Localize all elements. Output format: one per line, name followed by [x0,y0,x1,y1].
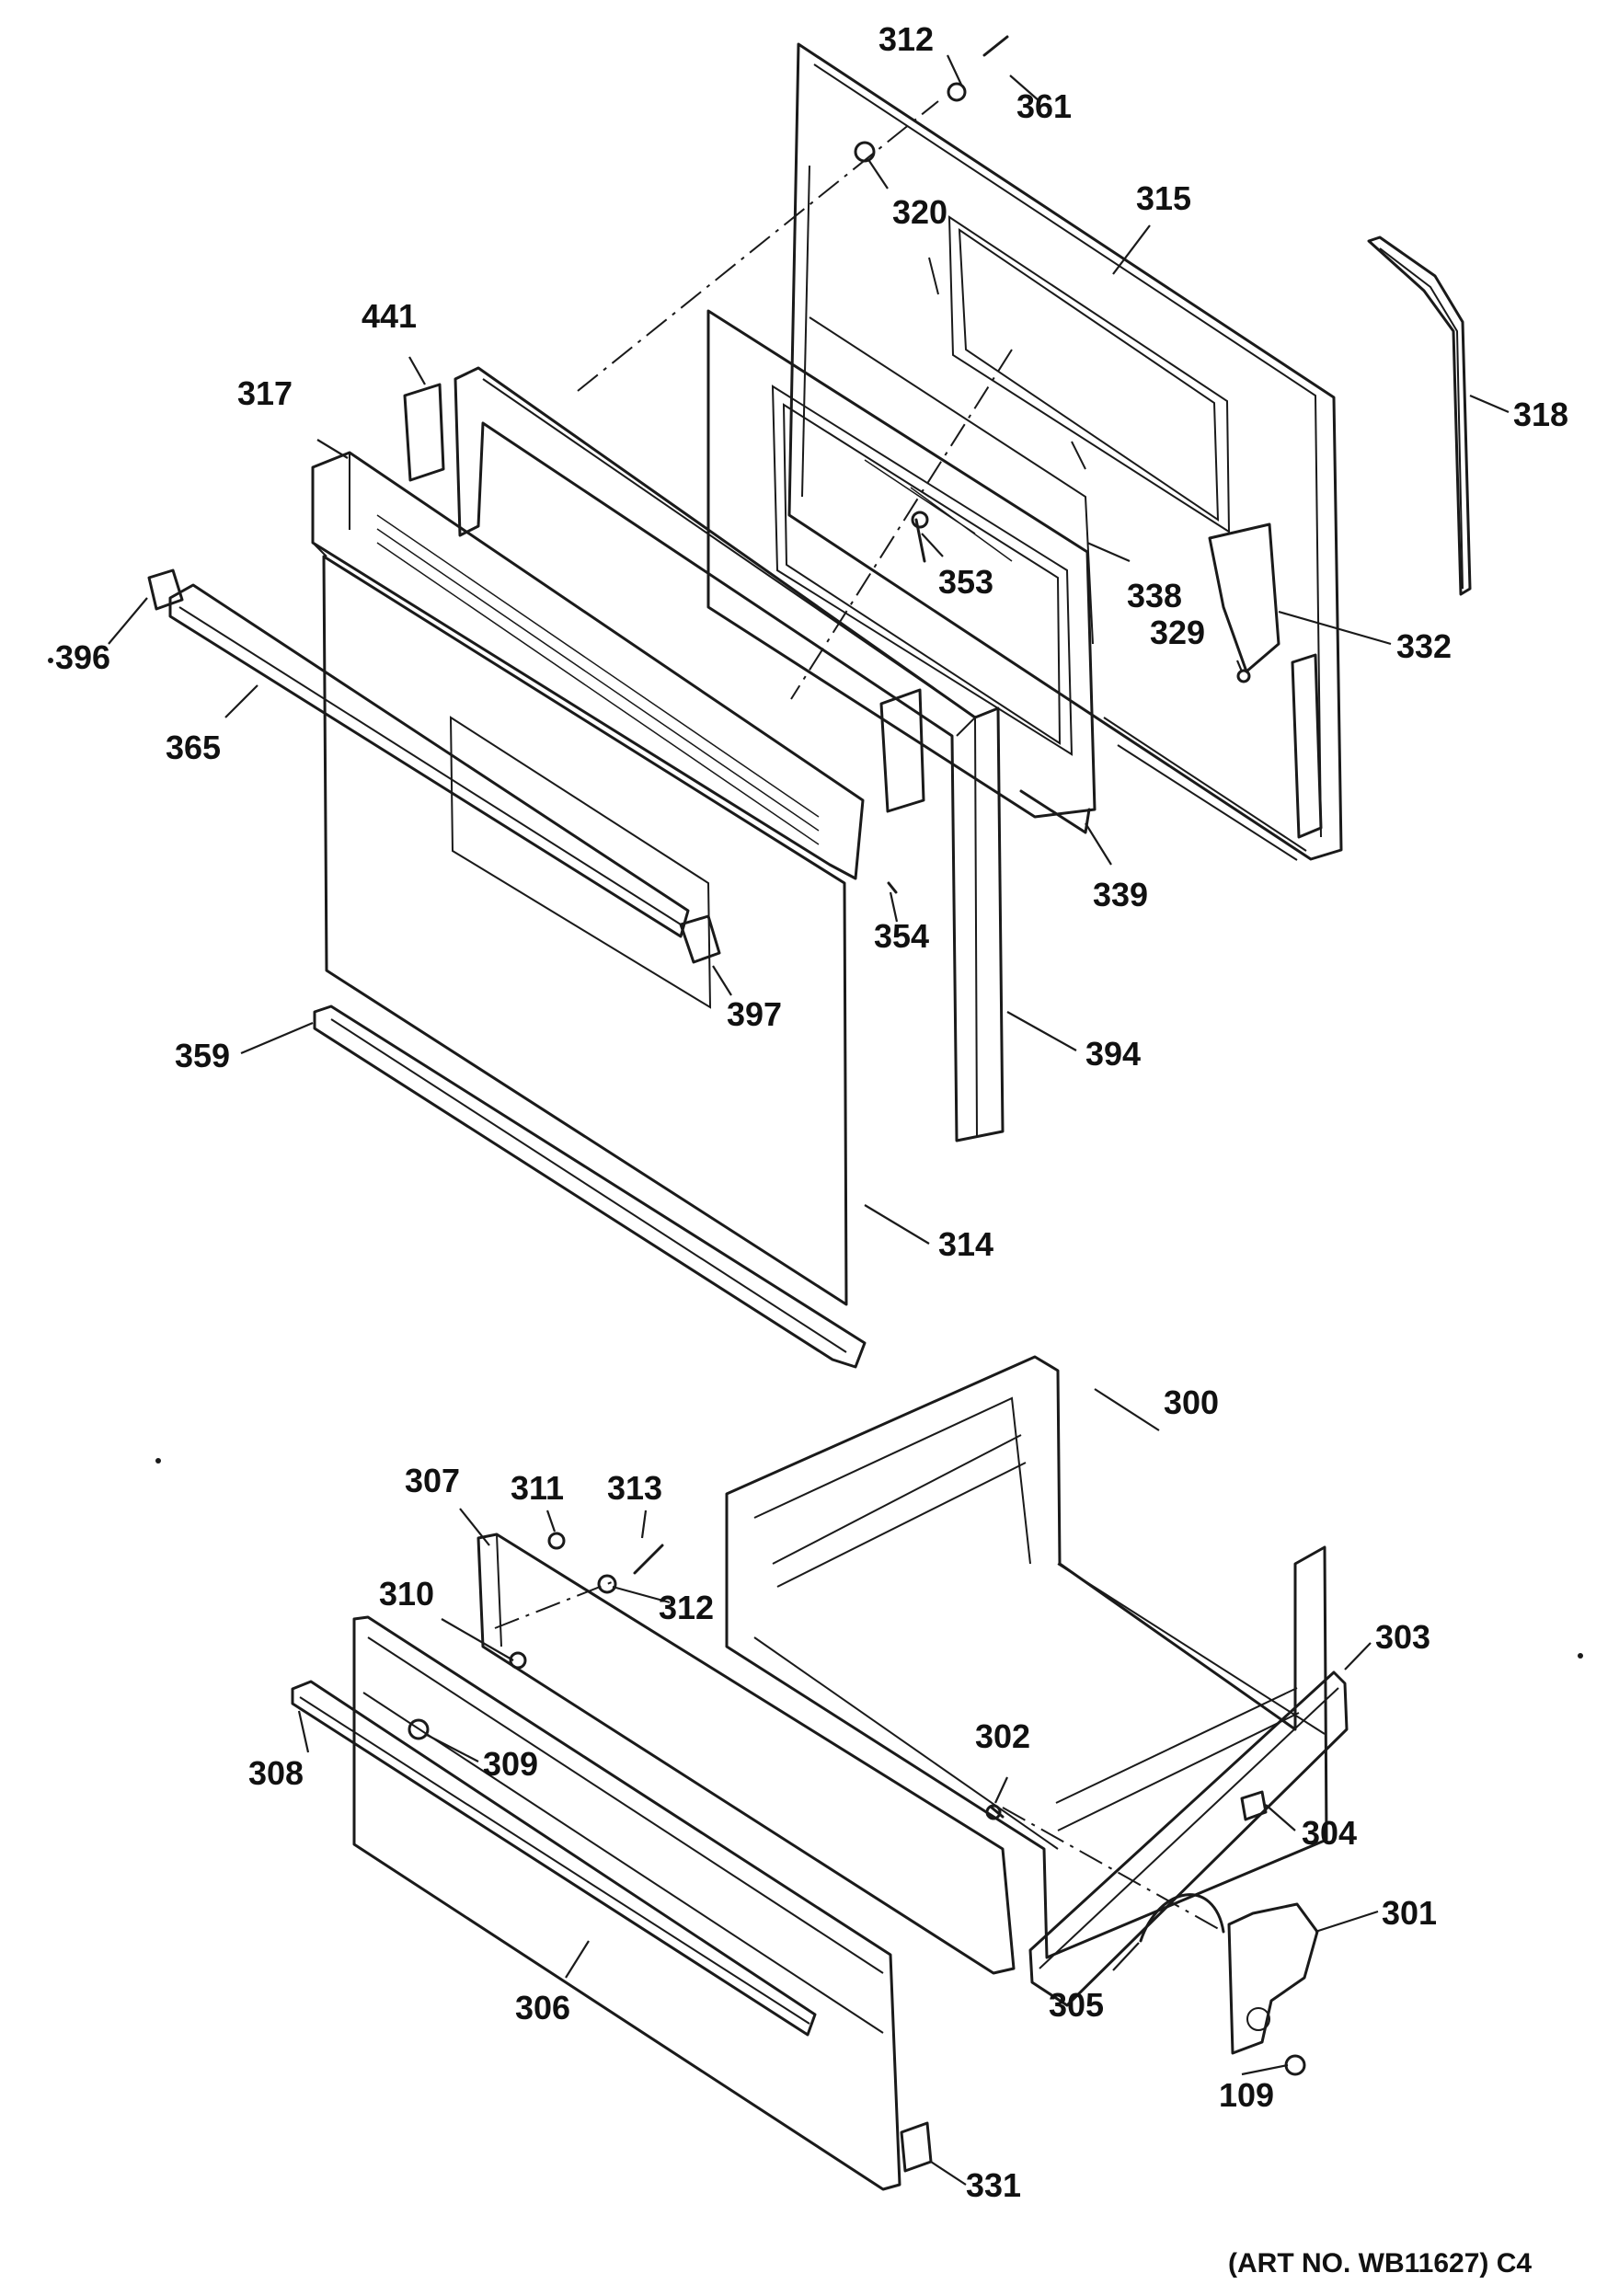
label-307: 307 [405,1462,460,1499]
label-339: 339 [1093,876,1148,913]
label-312: 312 [659,1589,714,1626]
label-331: 331 [966,2166,1021,2204]
label-312: 312 [878,20,934,58]
label-315: 315 [1136,179,1191,217]
label-329: 329 [1150,614,1205,651]
label-302: 302 [975,1717,1030,1755]
label-306: 306 [515,1989,570,2026]
label-303: 303 [1375,1618,1430,1656]
label-320: 320 [892,193,947,231]
label-318: 318 [1513,396,1568,433]
part-303-slide-rail [1028,1670,1349,2007]
label-365: 365 [166,729,221,766]
label-313: 313 [607,1469,662,1507]
part-304-clip [1240,1790,1268,1821]
part-305-wire-clip [1139,1893,1225,1943]
leader-lines [108,54,1510,2186]
part-365-handle [147,568,721,964]
part-300-drawer-body [725,1355,1328,1959]
part-307-drawer-inner [477,1533,1016,1975]
label-317: 317 [237,374,293,412]
label-359: 359 [175,1037,230,1074]
label-396: 396 [55,638,110,676]
part-301-bracket [1227,1902,1319,2055]
specks [48,658,1583,1659]
part-109-nut [1284,2054,1306,2076]
label-309: 309 [483,1745,538,1783]
part-318-gasket [1367,235,1472,596]
label-304: 304 [1302,1814,1357,1852]
part-394-door-frame [403,366,1005,1142]
label-397: 397 [727,995,782,1033]
part-315-rear-panel [787,42,1343,861]
label-361: 361 [1016,87,1072,125]
label-353: 353 [938,563,993,601]
part-331-bracket [900,2121,933,2173]
label-338: 338 [1127,577,1182,614]
label-109: 109 [1219,2076,1274,2114]
part-338-inner-glass [706,309,1097,834]
part-314-door-front [311,451,865,1306]
label-305: 305 [1049,1986,1104,2024]
alignment-lines [494,100,1224,1933]
art-number: (ART NO. WB11627) C4 [1228,2248,1532,2279]
part-308-drawer-handle [291,1680,817,2037]
label-308: 308 [248,1754,304,1792]
part-359-bottom-rail [313,1004,867,1369]
label-441: 441 [362,297,417,335]
label-301: 301 [1382,1894,1437,1932]
label-332: 332 [1396,627,1452,665]
part-306-drawer-front [352,1615,901,2191]
label-394: 394 [1085,1035,1141,1073]
label-314: 314 [938,1225,993,1263]
label-300: 300 [1164,1383,1219,1421]
label-311: 311 [511,1469,564,1507]
fasteners [408,35,1251,1820]
label-310: 310 [379,1575,434,1613]
part-labels: 312 361 320 315 318 441 317 353 338 329 … [55,20,1568,2279]
label-354: 354 [874,917,929,955]
